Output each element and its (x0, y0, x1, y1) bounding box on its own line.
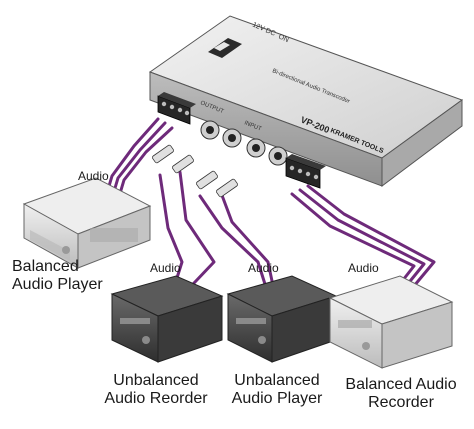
balanced-audio-player-caption: Balanced Audio Player (12, 258, 103, 294)
unbalanced-audio-recorder-caption: Unbalanced Audio Reorder (96, 372, 216, 408)
caption-line: Balanced (12, 258, 79, 275)
transcoder-unit: 12V DC ON VP-200 Bi-directional Audio Tr… (148, 15, 464, 189)
rca-plug (172, 154, 194, 174)
caption-line: Unbalanced (113, 372, 199, 389)
rca-jacks (200, 120, 288, 166)
audio-label-4: Audio (348, 261, 379, 275)
caption-line: Balanced Audio (345, 376, 457, 393)
balanced-audio-player-device (22, 177, 152, 269)
on-label: ON (277, 33, 289, 44)
cable-unbalanced-player (198, 188, 278, 302)
rca-jack (246, 138, 266, 158)
rca-plug (196, 170, 218, 190)
unbalanced-audio-player-caption: Unbalanced Audio Player (222, 372, 332, 408)
rca-plugs (152, 144, 238, 198)
caption-line: Audio Player (231, 389, 323, 407)
kramer-logo (208, 38, 242, 58)
caption-line: Audio Reorder (104, 389, 208, 407)
rca-plug (152, 144, 174, 164)
balanced-audio-recorder-caption: Balanced Audio Recorder (336, 376, 466, 412)
rca-plug (216, 178, 238, 198)
audio-label-1: Audio (78, 169, 109, 183)
rca-jack (222, 128, 242, 148)
caption-line: Unbalanced (234, 372, 320, 389)
unbalanced-audio-player-device (226, 275, 338, 363)
caption-line: Audio Player (12, 275, 103, 293)
cable-balanced-recorder (290, 184, 436, 300)
rca-jack (268, 146, 288, 166)
unbalanced-audio-recorder-device (110, 275, 224, 363)
balanced-audio-recorder-device (328, 275, 454, 369)
rca-jack (200, 120, 220, 140)
input-terminal-block (157, 92, 196, 125)
audio-label-2: Audio (150, 261, 181, 275)
output-terminal-block (285, 154, 326, 189)
audio-label-3: Audio (248, 261, 279, 275)
caption-line: Recorder (368, 393, 434, 411)
